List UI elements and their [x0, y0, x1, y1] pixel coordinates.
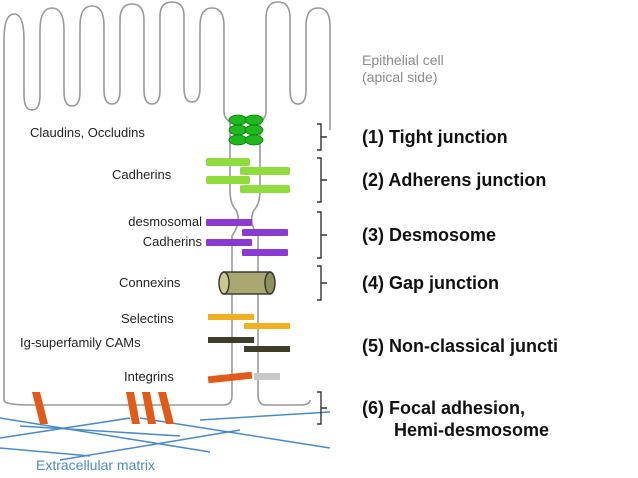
cell-caption-line2: (apical side) — [362, 69, 438, 85]
connexon-body — [223, 271, 271, 295]
junction-desmosome: (3) Desmosome — [362, 225, 497, 245]
ig-cam-bar — [208, 337, 254, 343]
junction-gap: (4) Gap junction — [362, 273, 499, 293]
label-ig-cams: Ig-superfamily CAMs — [20, 335, 141, 350]
junction-focal: (6) Focal adhesion, Hemi-desmosome — [362, 397, 549, 441]
ecm-fibre — [0, 447, 91, 457]
cadherin-bar — [206, 158, 250, 166]
bracket-adherens — [317, 157, 327, 203]
integrin-bar-grey — [254, 373, 280, 380]
bracket-tight — [317, 123, 327, 151]
label-desmosomal: desmosomal Cadherins — [84, 214, 202, 249]
cadherin-bar — [240, 185, 290, 193]
label-cadherins: Cadherins — [112, 167, 172, 182]
ig-cam-bars — [208, 337, 290, 352]
label-claudins: Claudins, Occludins — [30, 125, 145, 140]
claudin-protein — [228, 124, 248, 136]
junction-nonclassical: (5) Non-classical juncti — [362, 336, 559, 356]
ig-cam-bar — [244, 346, 290, 352]
junction-brackets — [317, 123, 327, 425]
desmosomal-cadherins — [206, 219, 288, 256]
label-selectins: Selectins — [121, 311, 174, 326]
integrin-bar-orange — [207, 371, 253, 384]
integrin-anchor — [126, 392, 140, 424]
claudin-protein — [228, 114, 248, 126]
ecm-fibre — [199, 411, 331, 421]
adherens-cadherins — [206, 158, 290, 193]
label-desmosomal-line2: Cadherins — [142, 234, 202, 249]
selectin-bars — [208, 314, 290, 329]
gap-junction-connexon — [218, 271, 276, 295]
claudin-protein — [244, 134, 264, 146]
bracket-gap — [317, 265, 327, 301]
claudin-protein — [244, 124, 264, 136]
ecm-caption: Extracellular matrix — [36, 457, 156, 473]
integrin-anchor — [32, 392, 48, 424]
connexon-left-cap — [218, 271, 230, 295]
cell-caption-line1: Epithelial cell — [362, 52, 444, 68]
selectin-bar — [208, 314, 254, 320]
desmosomal-bar — [242, 229, 288, 236]
left-cell-membrane — [3, 1, 240, 406]
integrin-bars — [207, 371, 280, 384]
ecm-fibre — [19, 425, 181, 437]
cell-caption: Epithelial cell (apical side) — [362, 52, 444, 86]
connexon-right-cap — [264, 271, 276, 295]
right-cell-membrane — [250, 1, 331, 406]
ecm-fibre — [0, 417, 211, 453]
bracket-focal — [317, 391, 327, 425]
selectin-bar — [244, 323, 290, 329]
bracket-desmosome — [317, 211, 327, 259]
cadherin-bar — [240, 167, 290, 175]
junction-focal-line2: Hemi-desmosome — [394, 420, 550, 440]
integrin-anchor — [158, 392, 174, 424]
ecm-fibre — [59, 429, 241, 461]
focal-adhesion-anchors — [32, 392, 174, 424]
desmosomal-bar — [242, 249, 288, 256]
junction-tight: (1) Tight junction — [362, 127, 508, 147]
integrin-anchor — [142, 392, 156, 424]
junction-adherens: (2) Adherens junction — [362, 170, 547, 190]
tight-junction-proteins — [228, 114, 264, 146]
desmosomal-bar — [206, 239, 252, 246]
claudin-protein — [244, 114, 264, 126]
label-desmosomal-line1: desmosomal — [128, 214, 202, 229]
cadherin-bar — [206, 176, 250, 184]
desmosomal-bar — [206, 219, 252, 226]
claudin-protein — [228, 134, 248, 146]
label-connexins: Connexins — [119, 275, 181, 290]
label-integrins: Integrins — [124, 369, 174, 384]
junction-focal-line1: (6) Focal adhesion, — [362, 398, 526, 418]
